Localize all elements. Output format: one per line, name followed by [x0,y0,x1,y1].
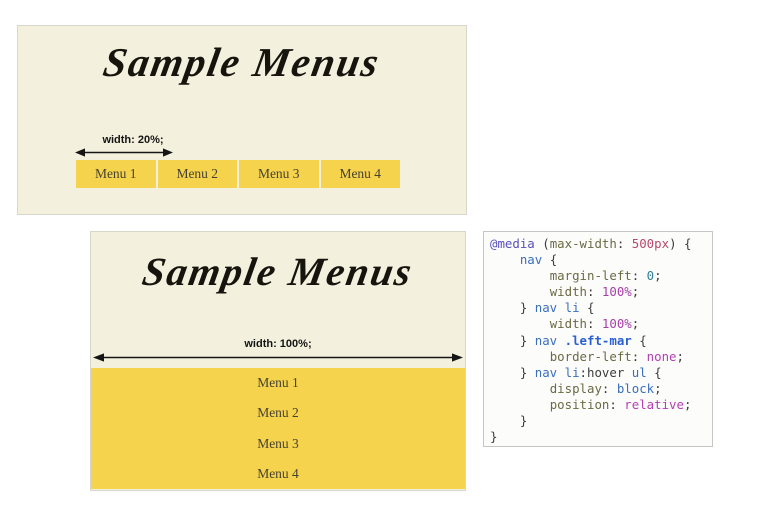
width-annotation: width: 100%; [244,338,312,350]
code-line: display: block; [549,380,662,396]
code-line: @media (max-width: 500px) { [490,236,692,251]
menu-item[interactable]: Menu 3 [257,435,299,451]
code-line: border-left: none; [549,348,684,364]
width-annotation: width: 20%; [102,134,164,146]
menu-item[interactable]: Menu 4 [257,465,299,481]
menu-item[interactable]: Menu 1 [76,160,156,188]
double-arrow-icon [75,148,173,157]
page-title: Sample Menus [139,249,417,294]
code-line: } [490,429,498,445]
code-line: width: 100%; [549,284,640,300]
menu-item[interactable]: Menu 4 [320,160,400,188]
code-line: width: 100%; [549,316,640,332]
menu-item[interactable]: Menu 2 [257,405,299,421]
page-title: Sample Menus [100,39,384,85]
code-line: position: relative; [549,396,692,412]
double-arrow-icon [93,353,463,362]
menu-item[interactable]: Menu 3 [239,160,319,188]
css-code-snippet: @media (max-width: 500px) { nav { margin… [483,231,713,447]
code-line: } [490,413,528,429]
code-line: margin-left: 0; [549,268,662,284]
code-line: nav { [519,252,558,268]
menu-bar-stacked: Menu 1 Menu 2 Menu 3 Menu 4 [91,368,465,489]
code-line: } nav li { [490,300,595,316]
code-line: } nav li:hover ul { [490,364,662,380]
code-line: } nav .left-mar { [490,332,647,348]
menu-item[interactable]: Menu 1 [257,375,299,391]
menu-item[interactable]: Menu 2 [157,160,237,188]
